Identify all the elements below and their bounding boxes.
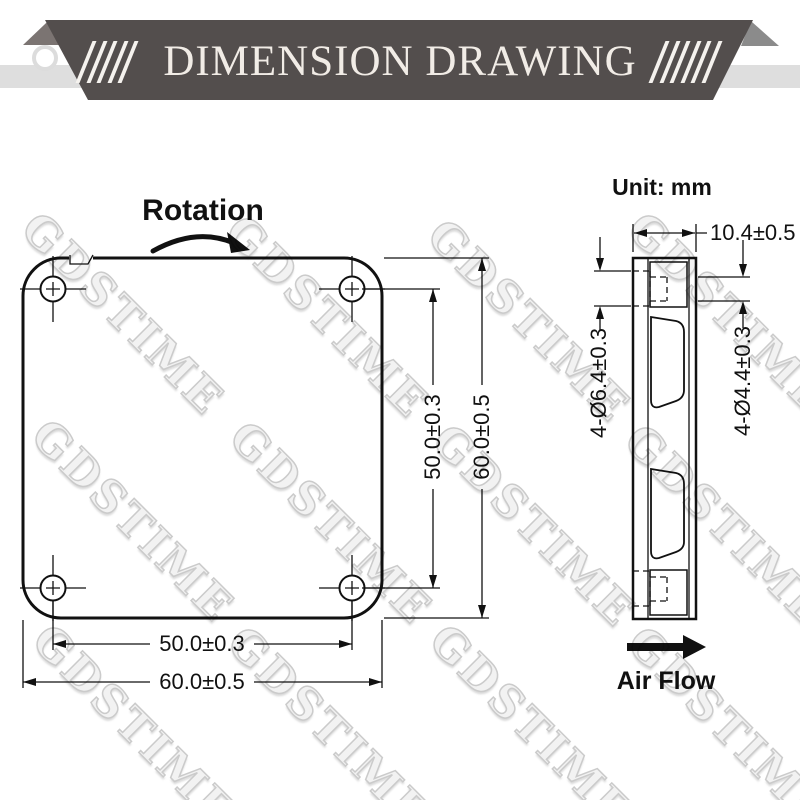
fan-front-view: Rotation 50.0±0.3 60.0±0.5 50.0±0.3 60.0… <box>2 194 494 694</box>
dimension-hole-left <box>594 237 631 331</box>
dim-hole-pitch-width: 50.0±0.3 <box>159 631 244 656</box>
rotation-arrowhead <box>227 232 250 253</box>
side-hub-top <box>649 261 688 308</box>
fan-frame <box>21 256 384 620</box>
frame-notch <box>69 254 94 265</box>
banner-background <box>45 20 753 100</box>
extension-lines-front <box>22 257 489 688</box>
side-body <box>631 256 698 621</box>
side-hidden-holes <box>633 270 668 607</box>
side-frame-walls <box>647 258 690 619</box>
side-blade-lower <box>650 467 685 560</box>
dim-outer-width: 60.0±0.5 <box>159 669 244 694</box>
dim-outer-height: 60.0±0.5 <box>469 394 494 479</box>
airflow-arrow <box>627 635 706 659</box>
airflow-label: Air Flow <box>617 667 716 695</box>
unit-label: Unit: mm <box>612 174 712 200</box>
side-blade-upper <box>650 315 685 409</box>
page-title: DIMENSION DRAWING <box>163 38 637 85</box>
dimension-lines-front <box>23 258 486 686</box>
dimension-thickness <box>632 224 707 252</box>
rotation-label: Rotation <box>142 194 264 227</box>
header-banner: DIMENSION DRAWING <box>0 0 800 120</box>
rotation-arrow <box>150 234 237 254</box>
side-hub-bottom <box>649 569 688 616</box>
fan-side-view: Unit: mm 10.4±0.5 4-Ø6.4±0.3 4-Ø4.4±0.3 … <box>586 174 795 695</box>
dim-thickness: 10.4±0.5 <box>710 220 795 245</box>
frame-notch-mask <box>69 254 93 261</box>
dimension-hole-right <box>698 240 750 328</box>
dim-hole-left: 4-Ø6.4±0.3 <box>586 328 611 438</box>
dim-hole-pitch-height: 50.0±0.3 <box>420 394 445 479</box>
mounting-hole <box>20 256 86 322</box>
ribbon-eyelet <box>32 45 58 71</box>
dim-hole-right: 4-Ø4.4±0.3 <box>730 326 755 436</box>
mounting-hole <box>319 555 385 621</box>
